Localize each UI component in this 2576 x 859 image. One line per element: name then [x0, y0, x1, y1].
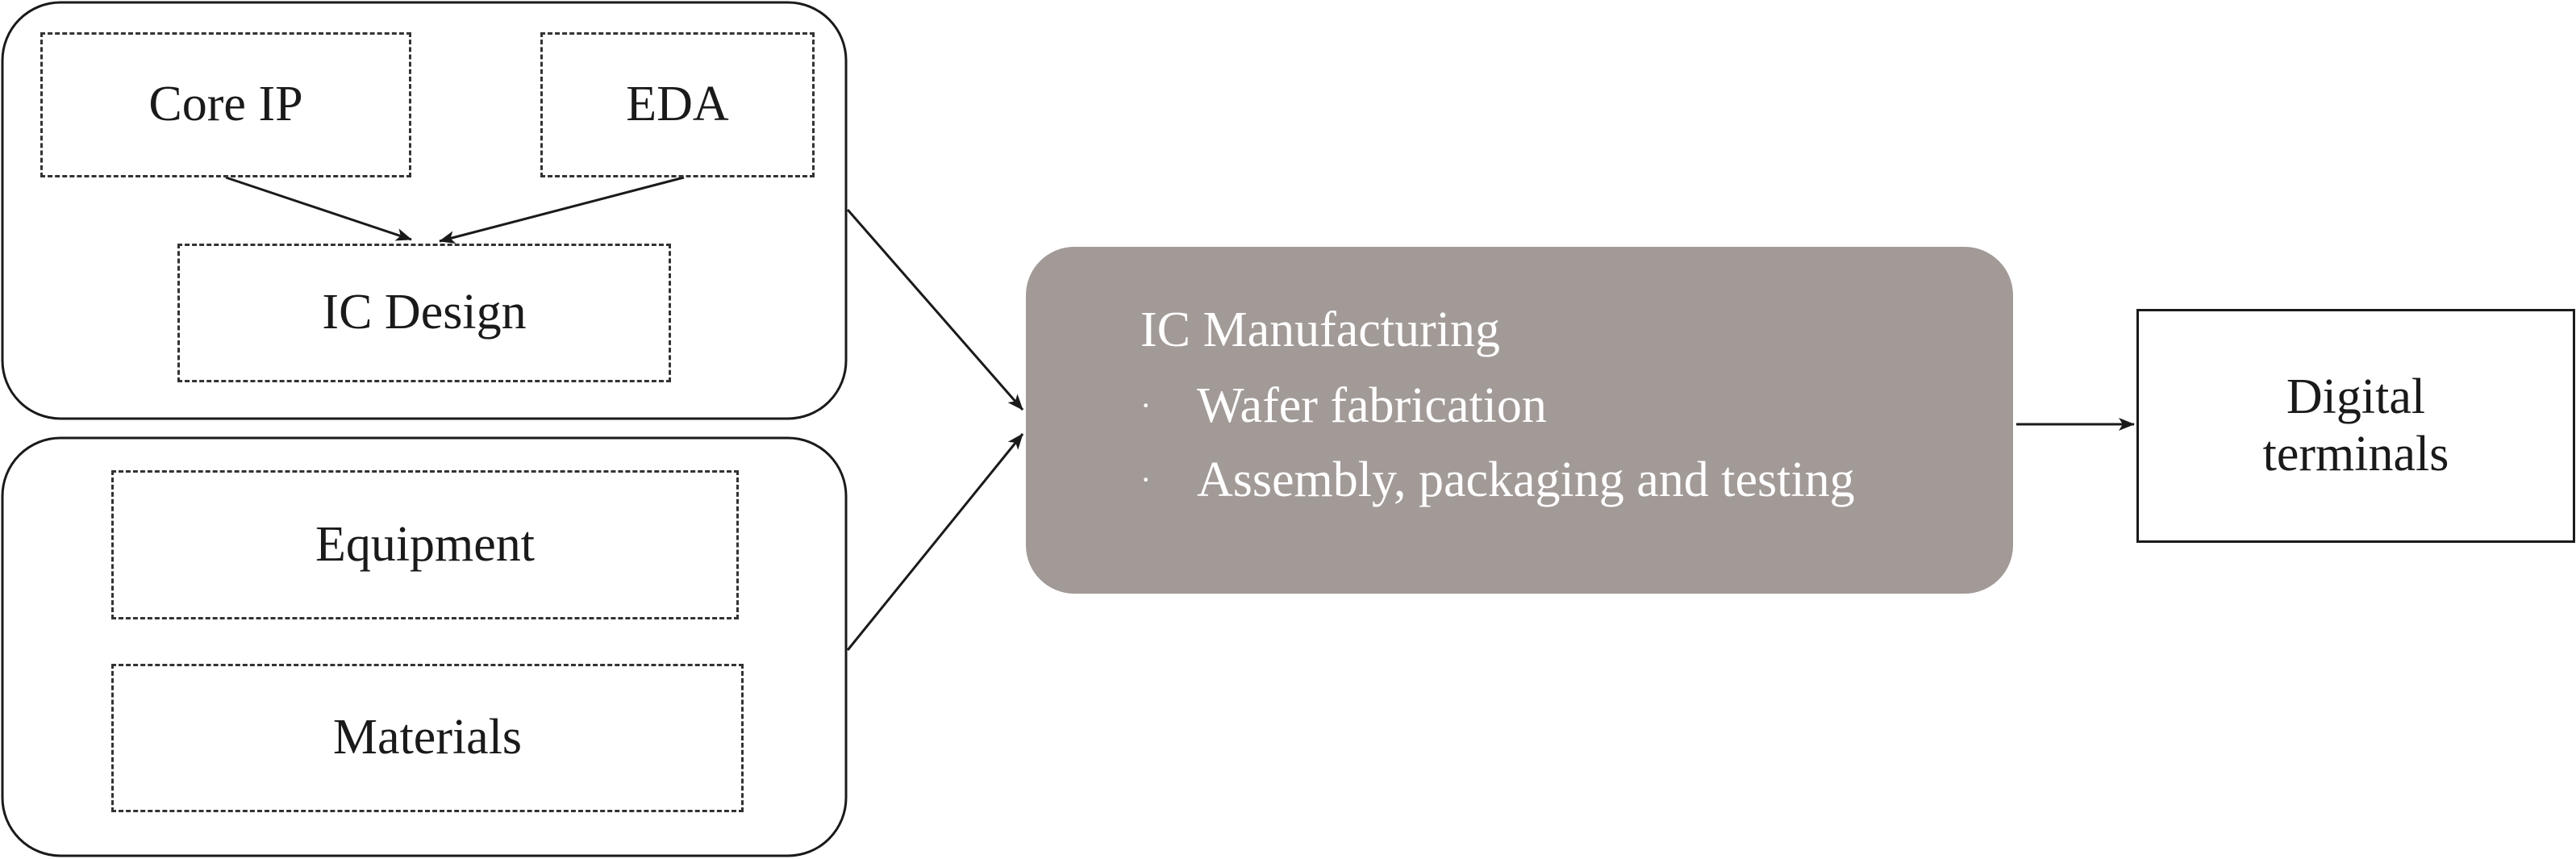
eda-box: EDA	[540, 32, 815, 177]
core-ip-box: Core IP	[40, 32, 411, 177]
digital-terminals-box: Digital terminals	[2136, 309, 2575, 543]
materials-box: Materials	[111, 664, 744, 812]
design-to-manufacturing-arrow	[846, 209, 1024, 411]
eda-label: EDA	[626, 77, 729, 132]
ic-manufacturing-title: IC Manufacturing	[1140, 302, 1500, 357]
materials-label: Materials	[332, 710, 523, 765]
digital-terminals-line2: terminals	[2262, 427, 2449, 482]
ic-manufacturing-box: IC Manufacturing · Wafer fabrication · A…	[1026, 247, 2013, 594]
assembly-packaging-testing-label: Assembly, packaging and testing	[1197, 452, 1855, 507]
design-group-container	[1, 1, 848, 420]
core-ip-label: Core IP	[148, 77, 303, 132]
wafer-fabrication-label: Wafer fabrication	[1197, 378, 1547, 433]
ic-design-box: IC Design	[177, 244, 671, 382]
bullet-icon: ·	[1140, 387, 1152, 423]
equipment-box: Equipment	[111, 470, 739, 619]
supply-to-manufacturing-arrow	[846, 433, 1024, 651]
supply-group-container	[1, 436, 848, 857]
core-ip-to-design-arrow	[225, 176, 412, 241]
manufacturing-item: · Assembly, packaging and testing	[1140, 455, 2013, 505]
equipment-label: Equipment	[315, 516, 536, 572]
bullet-icon: ·	[1140, 461, 1152, 498]
ic-design-label: IC Design	[322, 285, 527, 340]
eda-to-design-arrow	[439, 176, 685, 244]
manufacturing-item: · Wafer fabrication	[1140, 381, 2013, 431]
digital-terminals-line1: Digital	[2286, 369, 2426, 424]
